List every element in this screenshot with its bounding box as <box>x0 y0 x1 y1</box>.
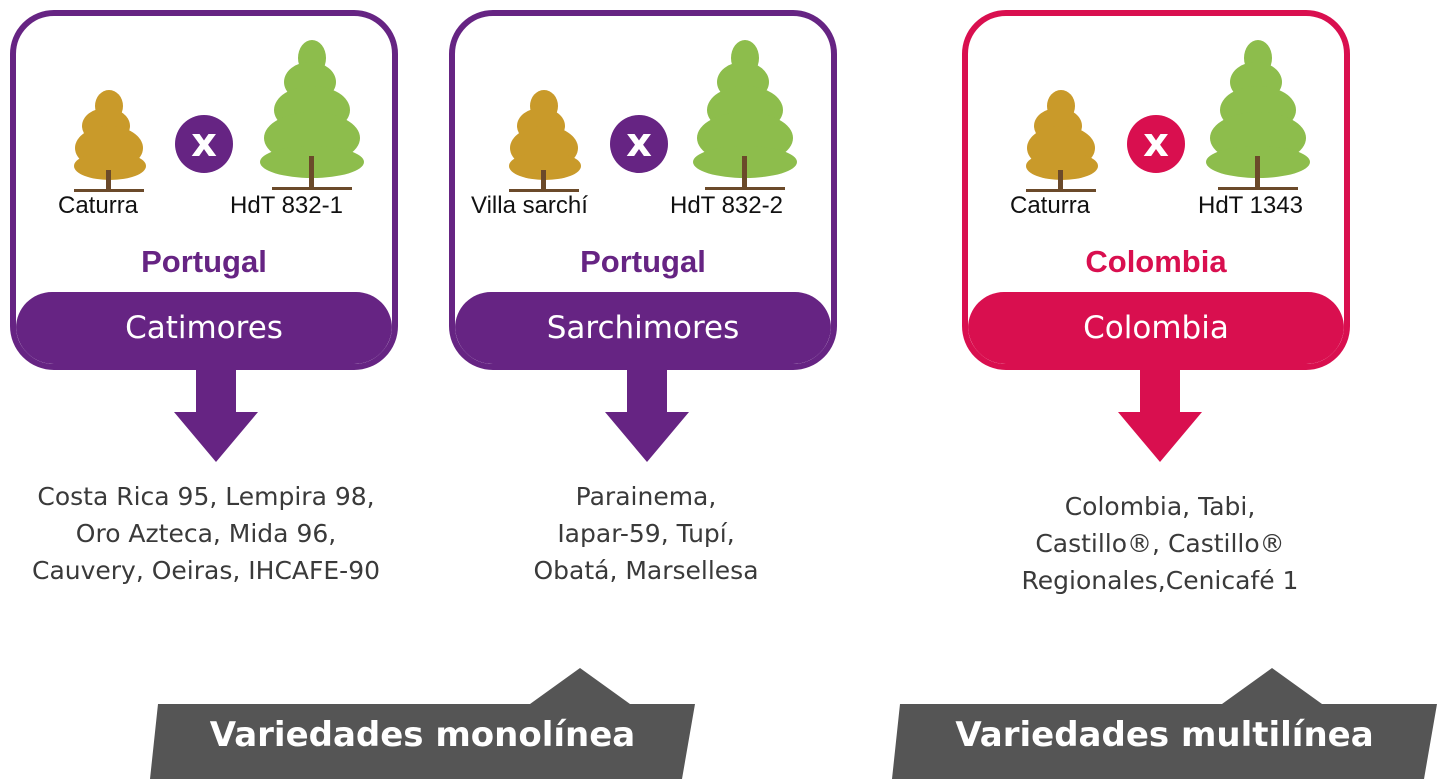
parent-left-label: Villa sarchí <box>471 192 588 219</box>
cross-icon: x <box>1127 115 1185 173</box>
origin-label: Colombia <box>1085 244 1227 279</box>
varieties-list: Costa Rica 95, Lempira 98, Oro Azteca, M… <box>0 478 412 589</box>
cross-name-banner: Sarchimores <box>455 292 831 364</box>
cross-card-sarchimores: x Villa sarchí HdT 832-2 Portugal Sarchi… <box>449 10 837 370</box>
varieties-line: Oro Azteca, Mida 96, <box>75 519 337 548</box>
cross-icon: x <box>610 115 668 173</box>
origin-label: Portugal <box>580 244 706 279</box>
small-tree-icon <box>501 78 587 194</box>
small-tree-icon <box>66 78 152 194</box>
varieties-line: Obatá, Marsellesa <box>533 556 759 585</box>
monoline-tag-label: Variedades monolínea <box>209 715 636 755</box>
varieties-line: Cauvery, Oeiras, IHCAFE-90 <box>31 556 381 585</box>
varieties-line: Castillo®, Castillo® <box>1035 529 1285 558</box>
cross-name-banner: Colombia <box>968 292 1344 364</box>
down-arrow-icon <box>1118 366 1202 462</box>
parent-right-label: HdT 832-2 <box>670 192 783 219</box>
origin-label: Portugal <box>141 244 267 279</box>
down-arrow-icon <box>605 366 689 462</box>
large-tree-icon <box>256 36 368 192</box>
parent-right-label: HdT 1343 <box>1198 192 1303 219</box>
varieties-line: Regionales,Cenicafé 1 <box>1021 566 1299 595</box>
varieties-list: Parainema, Iapar-59, Tupí, Obatá, Marsel… <box>436 478 856 589</box>
varieties-line: Iapar-59, Tupí, <box>557 519 735 548</box>
cross-name-banner: Catimores <box>16 292 392 364</box>
cross-icon: x <box>175 115 233 173</box>
cross-card-colombia: x Caturra HdT 1343 Colombia Colombia <box>962 10 1350 370</box>
multiline-tag: Variedades multilínea <box>892 668 1437 779</box>
varieties-line: Colombia, Tabi, <box>1064 492 1256 521</box>
cross-card-catimores: x Caturra HdT 832-1 Portugal Catimores <box>10 10 398 370</box>
parent-left-label: Caturra <box>58 192 139 219</box>
large-tree-icon <box>1202 36 1314 192</box>
varieties-list: Colombia, Tabi, Castillo®, Castillo® Reg… <box>950 488 1370 599</box>
parent-right-label: HdT 832-1 <box>230 192 343 219</box>
varieties-line: Parainema, <box>575 482 717 511</box>
monoline-tag: Variedades monolínea <box>150 668 695 779</box>
varieties-line: Costa Rica 95, Lempira 98, <box>37 482 375 511</box>
down-arrow-icon <box>174 366 258 462</box>
multiline-tag-label: Variedades multilínea <box>955 715 1374 755</box>
large-tree-icon <box>689 36 801 192</box>
parent-left-label: Caturra <box>1010 192 1091 219</box>
small-tree-icon <box>1018 78 1104 194</box>
